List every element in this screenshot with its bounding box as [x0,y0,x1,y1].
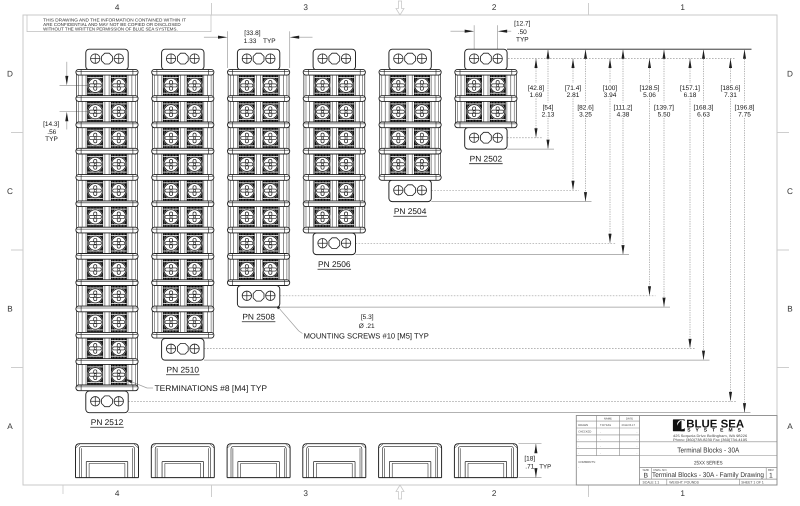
svg-text:.: . [578,437,579,441]
svg-text:[111.2]: [111.2] [614,104,633,111]
svg-text:[168.3]: [168.3] [694,104,714,111]
svg-text:[14.3]: [14.3] [43,121,59,128]
svg-text:2.81: 2.81 [567,92,580,99]
svg-text:PN 2508: PN 2508 [242,313,275,322]
svg-text:.56: .56 [47,129,56,136]
svg-text:3.25: 3.25 [579,111,592,118]
svg-text:25XX SERIES: 25XX SERIES [694,461,723,467]
svg-text:6.18: 6.18 [684,92,697,99]
svg-text:1.69: 1.69 [530,92,543,99]
svg-text:2.13: 2.13 [542,111,555,118]
svg-text:2: 2 [492,3,497,12]
svg-text:PN 2510: PN 2510 [167,366,200,375]
svg-text:COMMENTS:: COMMENTS: [578,460,596,464]
svg-text:S Y S T E M S: S Y S T E M S [687,428,742,434]
svg-text:.: . [578,444,579,448]
svg-text:2018.05.17: 2018.05.17 [622,424,636,427]
svg-text:SIZE: SIZE [643,468,649,472]
svg-text:[5.3]: [5.3] [361,314,374,321]
svg-text:3.94: 3.94 [604,92,617,99]
svg-text:7.31: 7.31 [724,92,737,99]
svg-text:[196.8]: [196.8] [735,104,755,111]
svg-text:.: . [600,450,601,454]
svg-text:[54]: [54] [543,104,554,111]
svg-text:DRAWN: DRAWN [578,424,588,427]
svg-text:TYP: TYP [263,38,276,45]
svg-text:PN 2504: PN 2504 [394,207,427,216]
svg-text:4: 4 [115,489,120,498]
svg-text:.: . [637,450,638,454]
svg-text:B: B [644,472,649,479]
svg-text:3: 3 [303,489,308,498]
svg-text:4.38: 4.38 [617,111,630,118]
svg-text:[100]: [100] [603,85,618,92]
svg-text:REV: REV [768,468,774,472]
svg-text:1: 1 [680,3,685,12]
svg-text:WEIGHT: POUNDS: WEIGHT: POUNDS [669,480,699,484]
svg-text:ARE CONFIDENTIAL AND MAY NOT B: ARE CONFIDENTIAL AND MAY NOT BE COPIED O… [43,22,180,27]
svg-text:425 Sequoia Drive Bellingham: 425 Sequoia Drive Bellingham, WA 98226 [673,434,747,438]
svg-text:4: 4 [115,3,120,12]
svg-text:NAME: NAME [604,417,612,421]
svg-text:DWG. NO.: DWG. NO. [654,468,668,472]
svg-text:CHECKED: CHECKED [578,431,591,434]
svg-text:.50: .50 [518,29,527,36]
svg-text:[82.6]: [82.6] [577,104,593,111]
svg-text:DATE: DATE [626,417,633,421]
svg-text:[42.8]: [42.8] [528,85,544,92]
svg-text:.: . [578,450,579,454]
svg-text:PN 2502: PN 2502 [470,155,503,164]
svg-text:.: . [637,430,638,434]
svg-text:.71: .71 [525,463,534,470]
svg-text:7.75: 7.75 [738,111,751,118]
svg-text:[71.4]: [71.4] [565,85,581,92]
svg-text:T.DYKAS: T.DYKAS [600,424,611,427]
svg-text:B: B [787,305,793,314]
svg-text:D: D [787,70,793,79]
svg-text:D: D [7,70,13,79]
svg-text:[128.5]: [128.5] [640,85,660,92]
svg-text:.: . [578,465,579,469]
svg-text:MOUNTING SCREWS #10 [M5] TYP: MOUNTING SCREWS #10 [M5] TYP [304,332,429,341]
svg-text:5.06: 5.06 [643,92,656,99]
svg-text:2: 2 [492,489,497,498]
svg-text:1: 1 [769,472,773,479]
svg-text:.: . [637,437,638,441]
svg-text:TYP: TYP [516,37,529,44]
svg-text:1.33: 1.33 [244,38,257,45]
svg-text:Terminal Blocks - 30A - Family: Terminal Blocks - 30A - Family Drawing [652,472,764,479]
svg-text:TERMINATIONS #8 [M4] TYP: TERMINATIONS #8 [M4] TYP [155,384,268,393]
svg-text:SCALE 1:1: SCALE 1:1 [643,480,660,484]
svg-text:.: . [600,444,601,448]
svg-text:TYP: TYP [539,463,551,470]
svg-text:5.50: 5.50 [658,111,671,118]
svg-text:THIS DRAWING AND THE INFORMATI: THIS DRAWING AND THE INFORMATION CONTAIN… [43,17,186,22]
svg-text:TYP: TYP [45,136,58,143]
svg-text:[185.6]: [185.6] [721,85,741,92]
svg-text:PN 2506: PN 2506 [318,260,351,269]
svg-text:.: . [637,444,638,448]
svg-text:1: 1 [680,489,685,498]
svg-text:A: A [7,422,13,431]
svg-text:[157.1]: [157.1] [680,85,700,92]
svg-text:3: 3 [303,3,308,12]
svg-text:A: A [787,422,793,431]
svg-text:C: C [7,187,13,196]
svg-text:[33.8]: [33.8] [244,30,260,37]
svg-text:Ø .21: Ø .21 [359,323,375,330]
svg-text:C: C [787,187,793,196]
svg-text:BLUE SEA: BLUE SEA [686,418,744,430]
svg-text:[18]: [18] [524,456,535,463]
svg-text:[12.7]: [12.7] [514,21,530,28]
svg-text:PN 2512: PN 2512 [91,418,124,427]
svg-text:B: B [7,305,13,314]
svg-text:SHEET 1 OF 1: SHEET 1 OF 1 [741,480,764,484]
svg-text:6.63: 6.63 [697,111,710,118]
svg-text:Terminal Blocks - 30A: Terminal Blocks - 30A [677,446,739,455]
svg-text:Phone (360)738-8230 Fax (360: Phone (360)738-8230 Fax (360)734-4195 [673,438,747,442]
svg-text:WITHOUT THE WRITTEN PERMISSION: WITHOUT THE WRITTEN PERMISSION OF BLUE S… [43,27,178,32]
svg-text:.: . [600,437,601,441]
svg-text:.: . [600,430,601,434]
svg-text:[139.7]: [139.7] [654,104,674,111]
